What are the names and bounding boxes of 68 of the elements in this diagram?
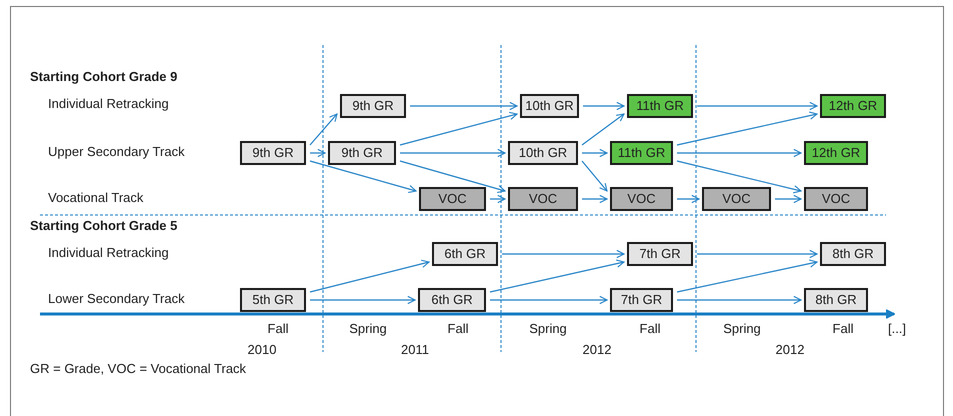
footnote: GR = Grade, VOC = Vocational Track [30, 361, 246, 377]
grade-box: VOC [419, 187, 486, 211]
grade-box: 9th GR [240, 141, 306, 165]
arrow [582, 194, 608, 204]
arrow [310, 113, 338, 146]
year-label: 2010 [248, 342, 276, 358]
arrow [677, 194, 700, 204]
row-label: Lower Secondary Track [48, 291, 185, 307]
grade-box: 12th GR [820, 94, 886, 118]
arrow [676, 160, 802, 194]
arrow [310, 296, 416, 304]
arrow [677, 148, 802, 158]
grade-box: 5th GR [240, 288, 306, 312]
season-label: Spring [529, 321, 567, 337]
row-label: Individual Retracking [48, 245, 169, 261]
grade-box: 6th GR [418, 288, 486, 312]
grade-box: VOC [610, 187, 673, 211]
arrow [676, 259, 818, 293]
section-heading: Starting Cohort Grade 9 [30, 69, 178, 85]
arrow [582, 148, 608, 158]
arrow [582, 113, 625, 146]
continuation-mark: [...] [888, 321, 906, 337]
season-label: Fall [640, 321, 660, 337]
grade-box: VOC [508, 187, 578, 211]
arrow [410, 102, 518, 110]
season-label: Fall [832, 321, 854, 337]
year-label: 2012 [776, 342, 804, 358]
arrow [697, 250, 818, 258]
arrow [400, 160, 506, 194]
arrow [400, 148, 506, 158]
season-label: Spring [349, 321, 387, 337]
arrow [400, 112, 518, 146]
grade-box: 9th GR [340, 94, 406, 118]
season-label: Fall [268, 321, 288, 337]
arrow [310, 148, 326, 158]
arrow [310, 260, 430, 293]
arrow [677, 296, 802, 304]
grade-box: VOC [702, 187, 771, 211]
arrow [775, 194, 802, 204]
row-label: Vocational Track [48, 190, 144, 206]
arrow [676, 112, 818, 146]
grade-box: 8th GR [804, 288, 868, 312]
arrow [582, 160, 608, 192]
grade-box: 11th GR [627, 94, 693, 118]
grade-box: VOC [804, 187, 868, 211]
grade-box: 6th GR [432, 242, 498, 266]
grade-box: 10th GR [508, 141, 578, 165]
grade-box: 11th GR [610, 141, 673, 165]
row-label: Upper Secondary Track [48, 144, 185, 160]
year-label: 2012 [582, 342, 612, 358]
arrow [490, 194, 506, 204]
grade-box: 10th GR [520, 94, 579, 118]
arrow [583, 102, 625, 110]
section-heading: Starting Cohort Grade 5 [30, 218, 178, 234]
grade-box: 8th GR [820, 242, 886, 266]
grade-box: 9th GR [328, 141, 396, 165]
arrow [490, 260, 625, 293]
season-label: Fall [448, 321, 468, 337]
season-label: Spring [723, 321, 761, 337]
arrow [502, 250, 625, 258]
year-label: 2011 [401, 342, 429, 358]
arrow [490, 296, 608, 304]
grade-box: 7th GR [610, 288, 673, 312]
arrow [697, 102, 818, 110]
grade-box: 7th GR [627, 242, 693, 266]
row-label: Individual Retracking [48, 96, 169, 112]
grade-box: 12th GR [804, 141, 868, 165]
arrow [310, 160, 417, 194]
